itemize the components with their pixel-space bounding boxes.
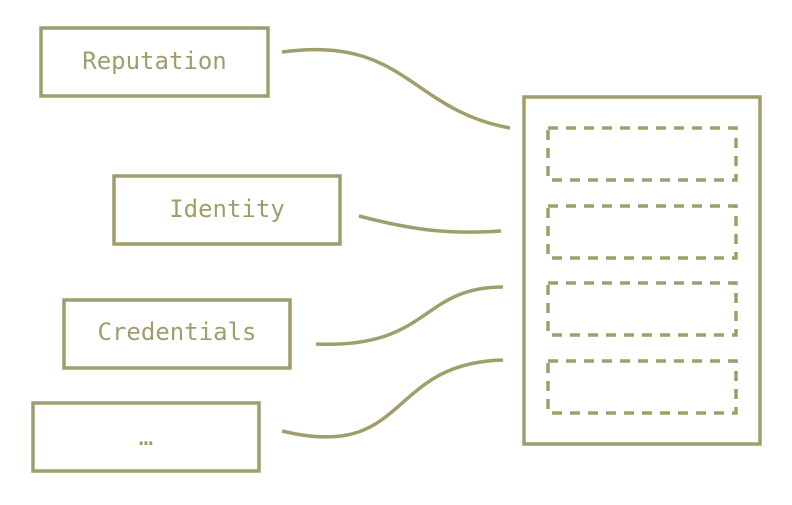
container-slot-2	[546, 204, 738, 260]
source-label-identity: Identity	[169, 195, 285, 223]
connector-credentials	[315, 285, 504, 346]
container	[522, 95, 762, 446]
source-box-reputation	[39, 26, 270, 98]
source-box-more	[31, 401, 261, 473]
container-slot-4	[546, 359, 738, 415]
container-box	[522, 95, 762, 446]
source-node-identity: Identity	[112, 174, 342, 246]
source-node-more: …	[31, 401, 261, 473]
source-label-more: …	[139, 423, 153, 451]
source-node-reputation: Reputation	[39, 26, 270, 98]
source-node-credentials: Credentials	[62, 298, 292, 370]
connector-more	[281, 358, 504, 439]
connector-identity	[358, 214, 502, 234]
source-label-credentials: Credentials	[98, 318, 257, 346]
source-box-identity	[112, 174, 342, 246]
connector-reputation	[281, 47, 511, 130]
container-slot-1	[546, 126, 738, 182]
source-label-reputation: Reputation	[82, 47, 227, 75]
source-box-credentials	[62, 298, 292, 370]
container-slot-3	[546, 281, 738, 337]
